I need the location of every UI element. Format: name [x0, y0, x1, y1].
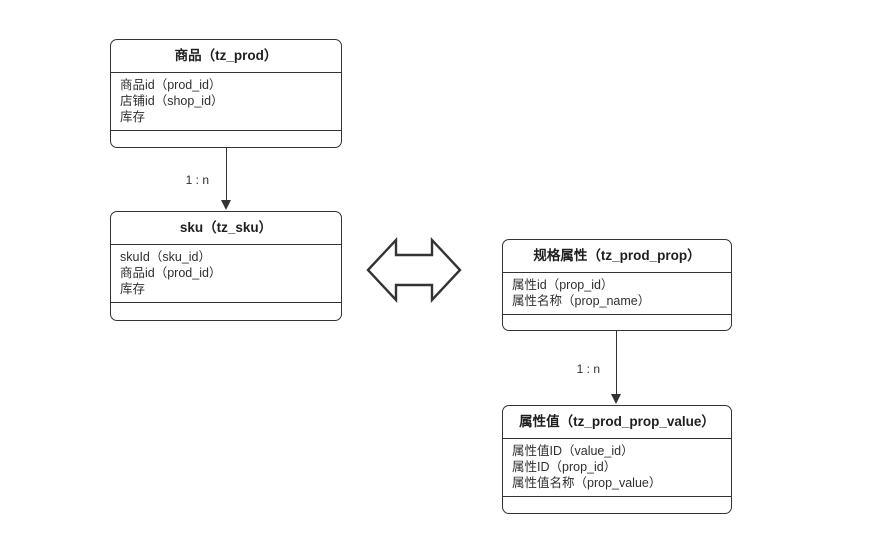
entity-field-list: 属性id（prop_id） 属性名称（prop_name） [503, 273, 731, 315]
connector-prop-to-value-label: 1 : n [576, 362, 600, 376]
entity-title: 商品（tz_prod） [174, 48, 278, 63]
entity-tz-prod-prop[interactable]: 规格属性（tz_prod_prop） 属性id（prop_id） 属性名称（pr… [502, 239, 732, 331]
entity-field-list: 商品id（prod_id） 店铺id（shop_id） 库存 [111, 73, 341, 131]
field-row: 商品id（prod_id） [120, 265, 222, 280]
entity-title: 属性值（tz_prod_prop_value） [519, 414, 715, 429]
entity-divider [111, 243, 341, 245]
entity-divider [503, 496, 731, 498]
field-row: 店铺id（shop_id） [120, 93, 224, 108]
entity-field-list: 属性值ID（value_id） 属性ID（prop_id） 属性值名称（prop… [503, 439, 731, 497]
entity-title: 规格属性（tz_prod_prop） [533, 248, 701, 263]
field-row: 商品id（prod_id） [120, 77, 222, 92]
entity-tz-sku[interactable]: sku（tz_sku） skuId（sku_id） 商品id（prod_id） … [110, 211, 342, 321]
field-row: 属性值名称（prop_value） [512, 476, 662, 491]
field-row: 属性id（prop_id） [512, 277, 614, 292]
connector-prop-to-value-line [616, 331, 617, 395]
entity-tz-prod[interactable]: 商品（tz_prod） 商品id（prod_id） 店铺id（shop_id） … [110, 39, 342, 148]
field-row: 库存 [120, 110, 146, 125]
entity-divider [111, 302, 341, 304]
connector-prod-to-sku-line [226, 148, 227, 201]
connector-prod-to-sku-label: 1 : n [185, 173, 209, 187]
entity-divider [503, 271, 731, 273]
entity-field-list: skuId（sku_id） 商品id（prod_id） 库存 [111, 245, 341, 303]
connector-prop-to-value-arrowhead [610, 394, 621, 404]
many-to-many-double-arrow-icon [366, 234, 462, 306]
field-row: 属性名称（prop_name） [512, 293, 651, 308]
entity-title: sku（tz_sku） [179, 220, 273, 235]
field-row: 库存 [120, 282, 146, 297]
field-row: 属性ID（prop_id） [512, 459, 617, 474]
entity-divider [111, 71, 341, 73]
entity-divider [503, 314, 731, 316]
entity-tz-prod-prop-value[interactable]: 属性值（tz_prod_prop_value） 属性值ID（value_id） … [502, 405, 732, 514]
connector-prod-to-sku-arrowhead [220, 200, 231, 210]
field-row: 属性值ID（value_id） [512, 443, 634, 458]
field-row: skuId（sku_id） [120, 249, 212, 264]
entity-divider [111, 130, 341, 132]
entity-divider [503, 437, 731, 439]
